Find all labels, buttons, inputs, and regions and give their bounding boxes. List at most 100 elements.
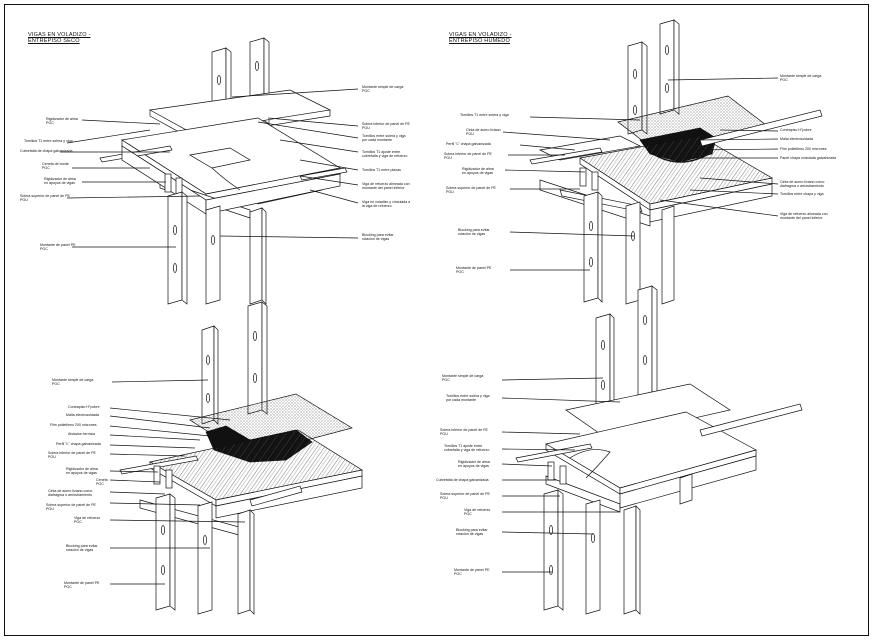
label-tr-0-line-1: Montante simple de carga [780,74,822,78]
label-bl-13-line-1: Montante de panel PE [64,581,100,585]
label-tr-1-line-1: Tornillos T1 entre solera y viga [460,113,509,117]
label-tr-9-line-1: Rigidizador de alma [462,167,494,171]
label-tl-2-line-1: Tornillos entre solera y viga [362,134,406,138]
label-br-0-line-2: PGC [442,378,450,382]
detail-bottom-right [501,285,803,615]
label-bl-5: Perfil "L" chapa galvanizada [56,442,101,446]
label-bl-10-line-2: PGU [46,507,54,511]
label-br-0-line-1: Montante simple de carga [442,374,484,378]
label-tr-6-line-2: PGU [466,132,474,136]
label-tl-10-line-1: Cubrefalta de chapa galvanizada [20,149,73,153]
label-br-5-line-1: Cubrefalta de chapa galvanizada [436,478,489,482]
label-br-8-line-2: rotación de vigas [456,532,484,536]
label-br-9-line-2: PGC [454,572,462,576]
label-br-4-line-2: en apoyos de vigas [458,464,489,468]
label-tl-14-line-2: PGC [40,247,48,251]
label-br-7-line-2: PGC [464,512,472,516]
label-br-2-line-2: PGU [440,432,448,436]
label-tl-12-line-2: en apoyos de vigas [44,181,75,185]
label-bl-7-line-1: Rigidizador de alma [66,467,98,471]
title-top-right-line-2: ENTREPISO HUMEDO [449,38,510,44]
title-top-right: VIGAS EN VOLADIZO - ENTREPISO HUMEDO [449,32,511,44]
label-bl-1-line-1: Contrapiso H°pobre [68,405,100,409]
label-tr-7-line-1: Perfil "L" chapa galvanizada [446,142,491,146]
label-tl-13-line-1: Solera superior de panel de PE [20,194,70,198]
label-tl-7-line-1: Blocking para evitar [362,233,394,237]
label-tr-10-line-1: Solera superior de panel de PE [446,186,496,190]
label-br-9-line-1: Montante de panel PE [454,568,490,572]
label-tr-13-line-1: Viga de refuerzo alineada con [780,212,828,216]
label-tr-9-line-2: en apoyos de vigas [462,171,493,175]
label-tl-1-line-2: PGU [362,126,370,130]
label-tr-5-line-1: Panel chapa ondulada galvanizada [780,156,836,160]
detail-bottom-left [109,301,363,615]
label-tr-10-line-2: PGU [446,190,454,194]
label-tr-4-line-1: Film polietileno 200 micrones [780,147,827,151]
label-tl-12-line-1: Rigidizador de alma [44,177,76,181]
label-br-5: Cubrefalta de chapa galvanizada [436,478,489,482]
label-tr-2: Contrapiso H°pobre [780,128,812,132]
label-bl-12-line-1: Blocking para evitar [66,544,98,548]
label-bl-2: Malla electrosoldada [66,413,99,417]
label-bl-7-line-2: en apoyos de vigas [66,471,97,475]
label-bl-6-line-1: Solera inferior de panel de PE [48,451,96,455]
label-tl-2-line-2: por cada montante [362,138,392,142]
label-bl-0-line-2: PGC [52,382,60,386]
label-bl-3: Film polietileno 200 micrones [50,423,97,427]
detail-top-right [502,19,823,305]
label-tl-5-line-1: Viga de refuerzo alineada con [362,182,410,186]
label-bl-9-line-1: Cinta de acero liviano como [48,489,93,493]
label-tl-0-line-1: Montante simple de carga [362,85,404,89]
label-tr-11-line-2: diafragma o arriostramiento [780,184,824,188]
label-tr-13-line-2: montante del panel inferior [780,216,823,220]
label-tr-1: Tornillos T1 entre solera y viga [460,113,509,117]
label-tr-12-line-1: Tornillos entre chapa y viga [780,192,824,196]
title-top-left-line-2: ENTREPISO SECO [28,38,80,44]
label-tr-2-line-1: Contrapiso H°pobre [780,128,812,132]
label-tl-11-line-1: Cenefa de borde [42,162,69,166]
label-bl-8-line-2: PGC [96,482,104,486]
label-tl-1-line-1: Solera inferior de panel de PE [362,122,410,126]
label-bl-13-line-2: PGC [64,585,72,589]
label-tr-8-line-1: Solera inferior de panel de PE [444,152,492,156]
title-top-left-line-1: VIGAS EN VOLADIZO - [28,32,91,38]
label-bl-10-line-1: Solera superior de panel de PE [46,503,96,507]
label-tr-7: Perfil "L" chapa galvanizada [446,142,491,146]
label-tr-15-line-1: Montante de panel PE [456,266,492,270]
label-br-1-line-1: Tornillos entre solera y viga [446,394,490,398]
label-bl-6-line-2: PGU [48,455,56,459]
label-bl-8-line-1: Cenefa [96,478,108,482]
label-br-3-line-2: cubrefalta y viga de refuerzo [444,448,490,452]
sheet-border [4,4,869,636]
label-tr-3: Malla electrosoldada [780,137,813,141]
label-bl-2-line-1: Malla electrosoldada [66,413,99,417]
label-tl-7-line-2: rotación de vigas [362,237,390,241]
label-br-2-line-1: Solera inferior de panel de PE [440,428,488,432]
